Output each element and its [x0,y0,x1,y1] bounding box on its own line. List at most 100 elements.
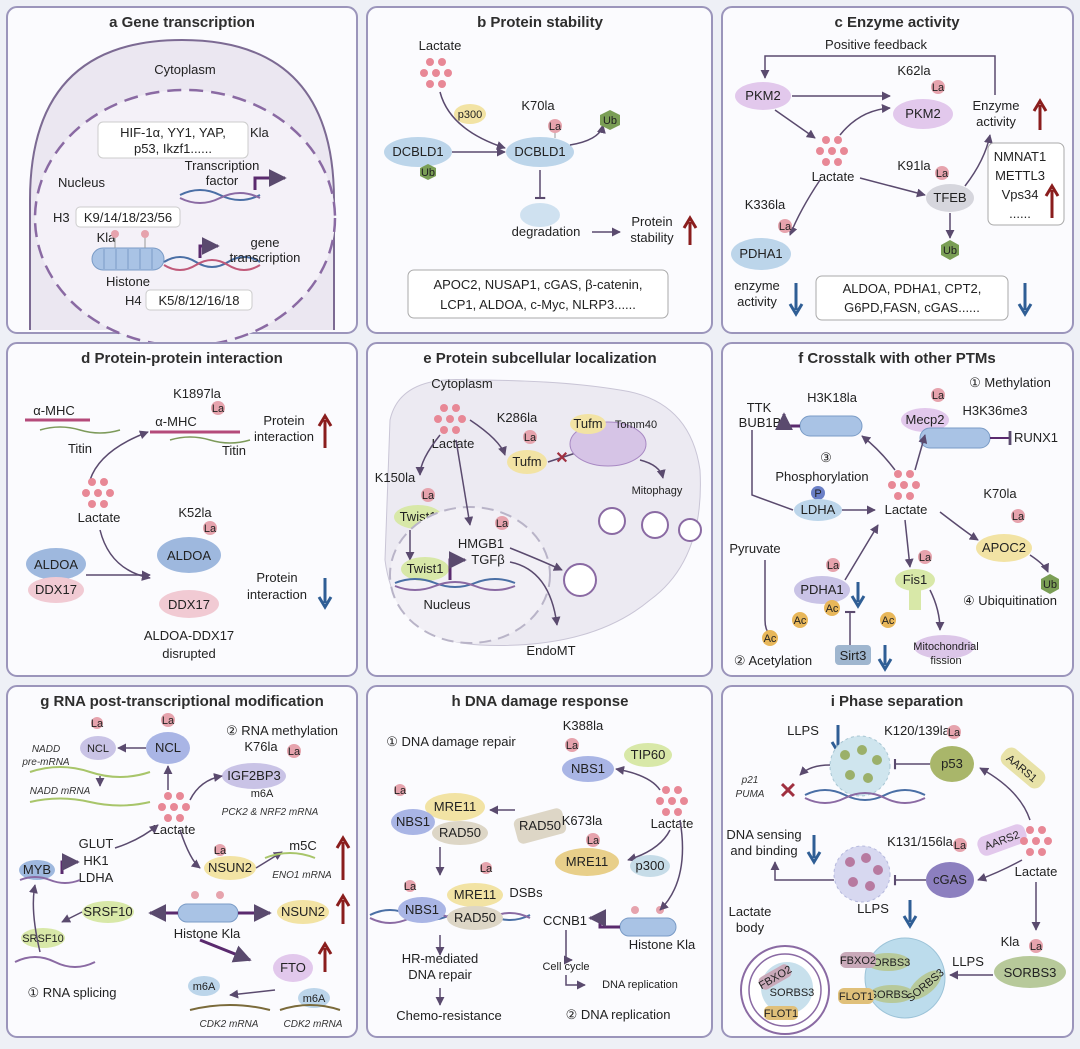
tf-label-2: factor [206,173,239,188]
rad50-label-2: RAD50 [519,818,561,833]
down-label-2: activity [737,294,777,309]
la-badge-apoc2: La [1012,511,1025,523]
cellcycle-label: Cell cycle [542,961,589,973]
phos-num: ③ [820,450,832,465]
int2-label-2: interaction [247,587,307,602]
down-arrow-d [317,578,333,610]
p53-label: p53 [941,756,963,771]
m6a-label: m6A [251,788,274,800]
panel-d-title: d Protein-protein interaction [81,350,283,367]
cdk2-label: CDK2 mRNA [200,1019,259,1030]
sirt3-label: Sirt3 [840,648,867,663]
up-arrow-m5c [335,835,351,880]
la-badge-hmgb1: La [496,518,509,530]
down-arrow-sensing [806,835,822,865]
ttk-label: TTK [747,400,772,415]
nucleus-label: Nucleus [58,175,105,190]
up-arrow-list [1044,183,1060,218]
sorbs3-label-2: SORBS3 [770,987,815,999]
site-k70la-f: K70la [983,486,1017,501]
int-label-2: interaction [254,429,314,444]
eno1-label: ENO1 mRNA [272,870,332,881]
ccnb1-label: CCNB1 [543,913,587,928]
list-1: APOC2, NUSAP1, cGAS, β-catenin, [433,277,642,292]
methylation-label: ① Methylation [969,375,1051,390]
site-k120: K120/139la [884,723,951,738]
histone-label: Histone [106,274,150,289]
tfeb-label: TFEB [933,190,966,205]
ub-label: Ub [421,167,435,179]
mre11-label-2: MRE11 [566,854,608,869]
titin-label: Titin [68,441,92,456]
pck2-label: PCK2 & NRF2 mRNA [222,807,319,818]
llps-label-3: LLPS [952,954,984,969]
cytoplasm-label: Cytoplasm [154,62,215,77]
stability-label-1: Protein [631,214,672,229]
nucleus-label-e: Nucleus [424,597,471,612]
nbs1-label-2: NBS1 [396,814,430,829]
p-label: P [814,488,821,500]
tomm40-label: Tomm40 [615,419,657,431]
site-k388la: K388la [563,718,604,733]
pdha1-label-f: PDHA1 [800,582,843,597]
la-badge-fis1: La [919,552,932,564]
up-list-0: NMNAT1 [994,149,1046,164]
h3k18la-label: H3K18la [807,390,858,405]
up-list-1: METTL3 [995,168,1045,183]
panel-h-title: h DNA damage response [452,693,629,710]
up-arrow-fto [317,941,333,972]
ac-label-4: Ac [764,633,777,645]
acetylation-label: ② Acetylation [734,653,812,668]
apoc2-label: APOC2 [982,540,1026,555]
sorbs3-label-3: SORBS3 [866,957,911,969]
la-badge-pdha1: La [779,221,792,233]
kla-label: Kla [250,125,270,140]
panel-c-title: c Enzyme activity [834,14,960,31]
flot1-label-2: FLOT1 [764,1008,798,1020]
ubiq-label: ④ Ubiquitination [963,593,1057,608]
nbs1-label-3: NBS1 [405,902,439,917]
aldoa-label-2: ALDOA [167,548,211,563]
mecp2-label: Mecp2 [905,412,944,427]
m6a-label-b: m6A [193,981,216,993]
lactate-label-i: Lactate [1015,864,1058,879]
sensing-label-1: DNA sensing [726,827,801,842]
p53-droplets [840,745,882,783]
down-list-1: ALDOA, PDHA1, CPT2, [843,281,982,296]
lactate-label: Lactate [419,38,462,53]
up-arrow-d [317,413,333,448]
rad50-label: RAD50 [439,825,481,840]
srsf10-label-2: SRSF10 [22,933,64,945]
ub-label-f: Ub [1043,579,1057,591]
ac-label-3: Ac [882,615,895,627]
la-badge-d: La [212,403,225,415]
ncl-label-2: NCL [155,740,181,755]
rna-meth-label: ② RNA methylation [226,723,338,738]
fto-label: FTO [280,960,306,975]
feedback-label: Positive feedback [825,37,927,52]
panel-e-title: e Protein subcellular localization [423,350,656,367]
panel-e: e Protein subcellular localization Cytop… [366,342,713,677]
la-badge-nsun2: La [214,845,227,857]
up-arrow-enzyme [1032,98,1048,130]
block-cross-i: ✕ [779,778,797,803]
dcbld1-la-label: DCBLD1 [514,144,565,159]
nadd-mrna: NADD mRNA [30,786,91,797]
panel-g: g RNA post-transcriptional modification … [6,685,358,1038]
mre11-label: MRE11 [434,799,476,814]
site-k62la: K62la [897,63,931,78]
la-badge-p53: La [948,727,961,739]
down-label-1: enzyme [734,278,780,293]
list-2: LCP1, ALDOA, c-Myc, NLRP3...... [440,297,636,312]
la-badge-ncl: La [91,718,104,730]
lactate-label-f: Lactate [885,502,928,517]
up-arrow-nsun2 [335,893,351,924]
lactate-label-d: Lactate [78,510,121,525]
phosphorylation-label: Phosphorylation [775,469,868,484]
panel-b-title: b Protein stability [477,14,604,31]
amhc-label: α-MHC [33,403,74,418]
cgas-droplets [845,853,883,891]
igf2bp3-label: IGF2BP3 [227,768,280,783]
